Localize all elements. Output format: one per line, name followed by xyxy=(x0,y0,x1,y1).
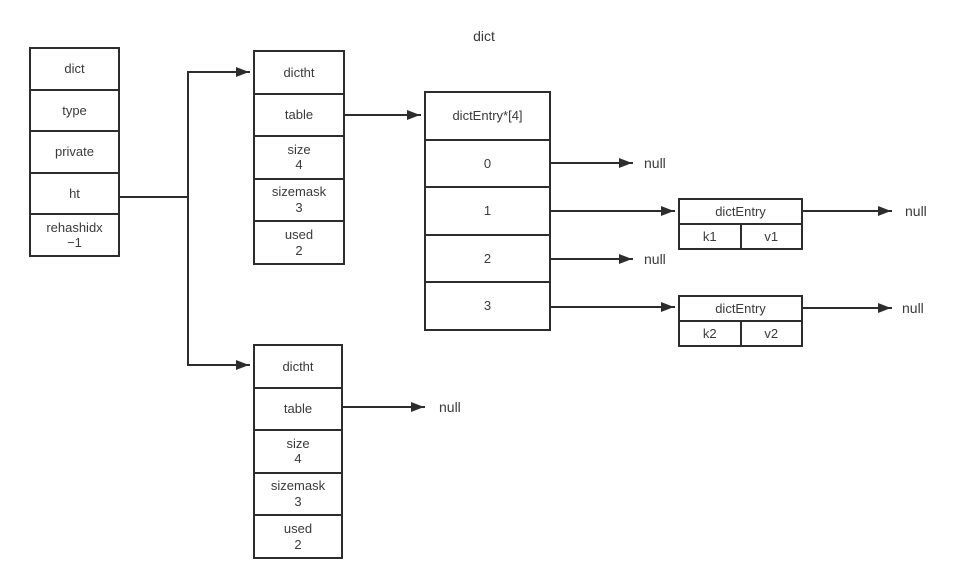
dictht-top-cell-size: size 4 xyxy=(255,137,343,180)
dict-box-cell-rehashidx: rehashidx −1 xyxy=(46,219,103,251)
dictentry2-key: k2 xyxy=(702,326,717,341)
dictentry1-kv-row: k1 v1 xyxy=(680,225,801,248)
dictht-bottom-cell-table: table xyxy=(255,389,341,432)
dictentry1-value: v1 xyxy=(739,225,802,248)
dictht-top-cell-table: table xyxy=(255,95,343,138)
dictentry2-kv-row: k2 v2 xyxy=(680,322,801,345)
dictht-top-cell-sizemask: sizemask 3 xyxy=(255,180,343,223)
null-label-ht1-table: null xyxy=(439,399,461,415)
dict-box: dict type private ht rehashidx −1 xyxy=(29,47,120,257)
null-label-entry2: null xyxy=(902,300,924,316)
dict-box-cell-dict: dict xyxy=(31,49,118,91)
dict-box-cell-private: private xyxy=(31,132,118,174)
dictentry-array-slot-2: 2 xyxy=(426,236,549,284)
dictentry1-key: k1 xyxy=(702,229,717,244)
line-ht-branch xyxy=(119,71,189,366)
dict-box-cell-type: type xyxy=(31,91,118,133)
dictentry-array-box: dictEntry*[4] 0 1 2 3 xyxy=(424,91,551,331)
dictentry1-header: dictEntry xyxy=(680,200,801,225)
dictht-top-cell-dictht: dictht xyxy=(255,52,343,95)
dictentry-array-slot-1: 1 xyxy=(426,188,549,236)
dictentry-array-header: dictEntry*[4] xyxy=(426,93,549,141)
dictht-bottom-cell-used: used 2 xyxy=(283,521,313,552)
dictht-bottom-cell-size: size 4 xyxy=(255,431,341,474)
diagram-title: dict xyxy=(473,28,495,44)
null-label-slot2: null xyxy=(644,251,666,267)
dictentry2-box: dictEntry k2 v2 xyxy=(678,295,803,347)
dict-box-cell-ht: ht xyxy=(31,174,118,216)
dictentry-array-slot-3: 3 xyxy=(483,298,492,314)
dictht-bottom-box: dictht table size 4 sizemask 3 used 2 xyxy=(253,344,343,559)
dictentry-array-slot-0: 0 xyxy=(426,141,549,189)
null-label-entry1: null xyxy=(905,203,927,219)
dictentry2-header: dictEntry xyxy=(680,297,801,322)
dictentry2-value: v2 xyxy=(739,322,802,345)
null-label-slot0: null xyxy=(644,155,666,171)
dictht-top-cell-used: used 2 xyxy=(284,227,314,258)
dictht-top-box: dictht table size 4 sizemask 3 used 2 xyxy=(253,50,345,265)
dictentry1-box: dictEntry k1 v1 xyxy=(678,198,803,250)
dictht-bottom-cell-dictht: dictht xyxy=(255,346,341,389)
dictht-bottom-cell-sizemask: sizemask 3 xyxy=(255,474,341,517)
